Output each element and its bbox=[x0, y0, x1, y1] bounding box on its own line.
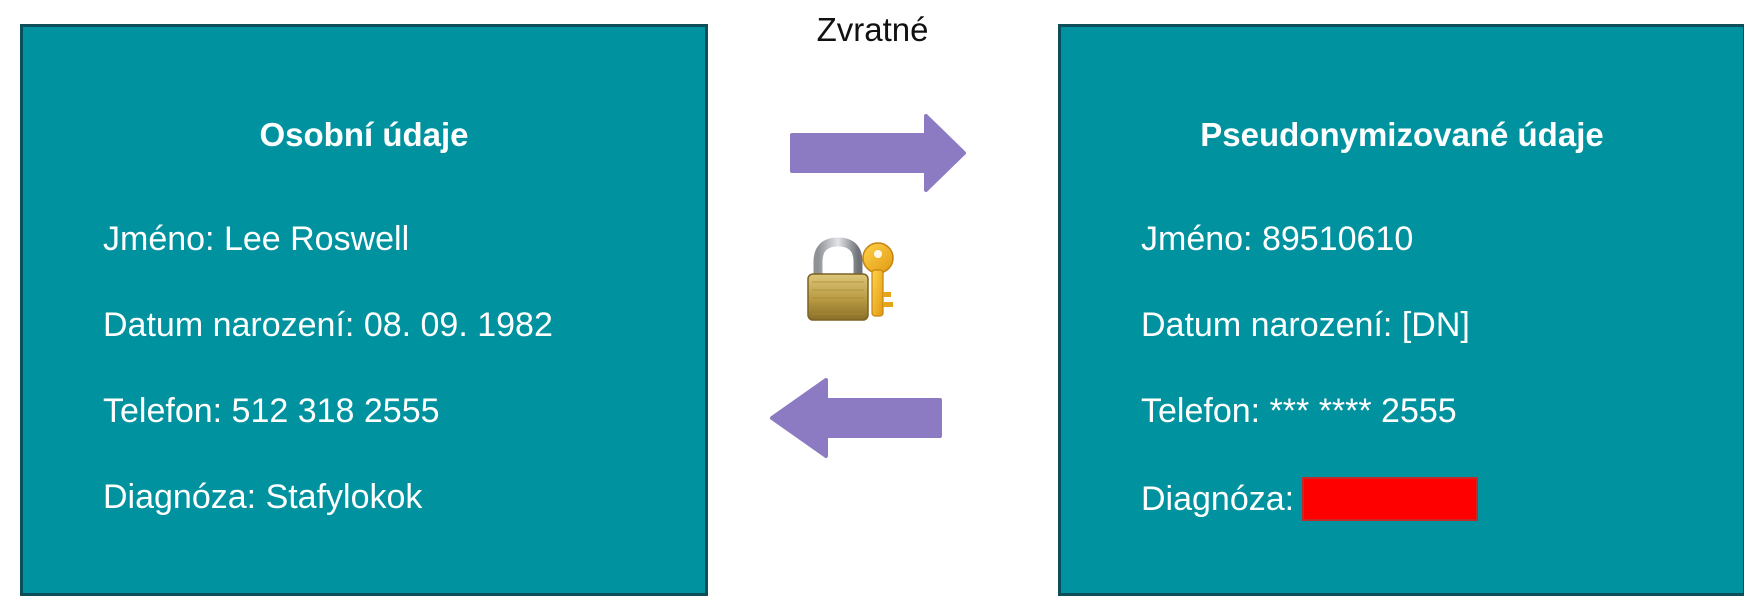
pseudonymized-data-panel: Pseudonymizované údaje Jméno: 89510610 D… bbox=[1058, 24, 1744, 596]
name-value: Lee Roswell bbox=[223, 220, 410, 258]
phone-field: Telefon: 512 318 2555 bbox=[103, 391, 440, 431]
diagnosis-label: Diagnóza: bbox=[1141, 480, 1295, 518]
name-label: Jméno: bbox=[103, 220, 215, 258]
birthdate-label: Datum narození: bbox=[1141, 306, 1393, 344]
arrow-right-icon bbox=[786, 114, 966, 197]
name-field: Jméno: Lee Roswell bbox=[103, 219, 409, 259]
diagnosis-field: Diagnóza: Stafylokok bbox=[103, 477, 422, 517]
phone-label: Telefon: bbox=[1141, 392, 1261, 430]
diagram-caption: Zvratné bbox=[816, 11, 929, 48]
diagnosis-value: Stafylokok bbox=[265, 478, 423, 516]
personal-data-panel: Osobní údaje Jméno: Lee Roswell Datum na… bbox=[20, 24, 708, 596]
diagnosis-label: Diagnóza: bbox=[103, 478, 257, 516]
birthdate-field: Datum narození: [DN] bbox=[1141, 305, 1470, 345]
lock-with-key-icon bbox=[804, 236, 904, 329]
diagnosis-field: Diagnóza: bbox=[1141, 477, 1479, 521]
redaction-box bbox=[1302, 477, 1479, 521]
birthdate-value: [DN] bbox=[1401, 306, 1470, 344]
birthdate-field: Datum narození: 08. 09. 1982 bbox=[103, 305, 553, 345]
birthdate-value: 08. 09. 1982 bbox=[363, 306, 553, 344]
name-label: Jméno: bbox=[1141, 220, 1253, 258]
name-value: 89510610 bbox=[1261, 220, 1414, 258]
personal-data-title: Osobní údaje bbox=[259, 116, 469, 153]
phone-label: Telefon: bbox=[103, 392, 223, 430]
birthdate-label: Datum narození: bbox=[103, 306, 355, 344]
phone-value: 512 318 2555 bbox=[231, 392, 440, 430]
phone-field: Telefon: *** **** 2555 bbox=[1141, 391, 1457, 431]
name-field: Jméno: 89510610 bbox=[1141, 219, 1413, 259]
pseudonymized-data-title: Pseudonymizované údaje bbox=[1200, 116, 1604, 153]
phone-value: *** **** 2555 bbox=[1269, 392, 1457, 430]
arrow-left-icon bbox=[766, 376, 946, 465]
